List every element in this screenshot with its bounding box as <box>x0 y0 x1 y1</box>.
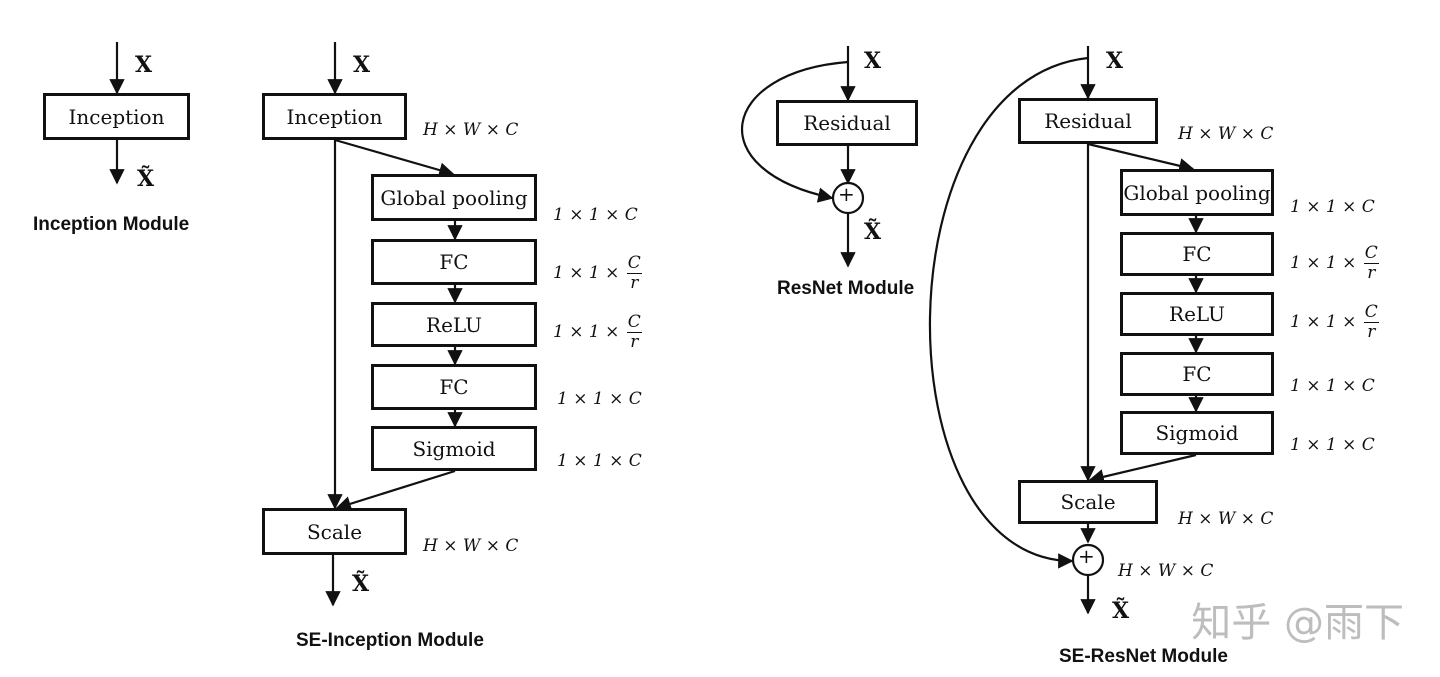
se-resnet-residual-block: Residual <box>1018 98 1158 144</box>
se-inception-dim-scale: H × W × C <box>423 536 519 556</box>
fraction-denominator: r <box>630 332 639 352</box>
fraction-numerator: C <box>1363 302 1379 323</box>
se-resnet-branch-arrow <box>1087 142 1195 174</box>
se-resnet-sigmoid-scale-arrow <box>1088 453 1197 485</box>
se-resnet-fc1-block: FC <box>1120 232 1274 276</box>
fraction-numerator: C <box>626 253 642 274</box>
fraction-numerator: C <box>626 312 642 333</box>
se-inception-fc1-block: FC <box>371 239 537 285</box>
resnet-input-label: X <box>864 48 882 74</box>
se-inception-dim-inception: H × W × C <box>423 120 519 140</box>
resnet-skip-curve <box>741 60 849 203</box>
fraction-denominator: r <box>630 273 639 293</box>
resnet-module-caption: ResNet Module <box>777 278 915 299</box>
se-inception-relu-block: ReLU <box>371 302 537 347</box>
se-inception-branch-arrow <box>334 138 455 178</box>
se-inception-dim-global-pooling: 1 × 1 × C <box>553 205 638 225</box>
se-resnet-sigmoid-block: Sigmoid <box>1120 411 1274 455</box>
resnet-sum-node <box>831 181 865 215</box>
se-inception-input-label: X <box>353 52 371 78</box>
se-resnet-relu-block: ReLU <box>1120 292 1274 336</box>
inception-block: Inception <box>43 93 190 140</box>
se-resnet-dim-residual: H × W × C <box>1178 124 1274 144</box>
resnet-sum-symbol: + <box>838 182 855 206</box>
resnet-residual-block: Residual <box>776 100 918 146</box>
se-resnet-fc2-block: FC <box>1120 352 1274 396</box>
se-resnet-sum-node <box>1071 543 1105 577</box>
resnet-output-label: X̃ <box>864 219 882 245</box>
watermark-text: 知乎 @雨下 <box>1191 600 1404 646</box>
se-resnet-dim-sum: H × W × C <box>1118 561 1214 581</box>
se-inception-inception-block: Inception <box>262 93 407 140</box>
se-inception-global-pooling-block: Global pooling <box>371 174 537 221</box>
inception-module-caption: Inception Module <box>33 214 190 235</box>
fraction-numerator: C <box>1363 243 1379 264</box>
se-resnet-dim-fc1-prefix: 1 × 1 × <box>1290 253 1357 273</box>
se-resnet-global-pooling-block: Global pooling <box>1120 169 1274 216</box>
fraction-denominator: r <box>1367 263 1376 283</box>
se-inception-dim-relu-prefix: 1 × 1 × <box>553 322 620 342</box>
se-inception-dim-sigmoid: 1 × 1 × C <box>557 451 642 471</box>
se-resnet-dim-fc2: 1 × 1 × C <box>1290 376 1375 396</box>
se-resnet-dim-global-pooling: 1 × 1 × C <box>1290 197 1375 217</box>
inception-input-label: X <box>135 52 153 78</box>
se-inception-fc2-block: FC <box>371 364 537 410</box>
se-resnet-skip-curve <box>928 56 1089 569</box>
se-inception-sigmoid-block: Sigmoid <box>371 426 537 471</box>
se-resnet-output-label: X̃ <box>1112 598 1130 624</box>
se-resnet-dim-relu-prefix: 1 × 1 × <box>1290 312 1357 332</box>
se-inception-module-caption: SE-Inception Module <box>296 630 484 651</box>
se-inception-dim-fc2: 1 × 1 × C <box>557 389 642 409</box>
se-resnet-module-caption: SE-ResNet Module <box>1059 646 1228 667</box>
se-inception-sigmoid-scale-arrow <box>335 469 456 512</box>
se-inception-dim-fc1-prefix: 1 × 1 × <box>553 263 620 283</box>
se-resnet-scale-block: Scale <box>1018 480 1158 524</box>
se-resnet-dim-sigmoid: 1 × 1 × C <box>1290 435 1375 455</box>
se-resnet-dim-scale: H × W × C <box>1178 509 1274 529</box>
se-resnet-input-label: X <box>1106 48 1124 74</box>
fraction-denominator: r <box>1367 322 1376 342</box>
se-inception-output-label: X̃ <box>352 571 370 597</box>
inception-output-label: X̃ <box>137 166 155 192</box>
se-resnet-sum-symbol: + <box>1078 544 1095 568</box>
se-inception-scale-block: Scale <box>262 508 407 555</box>
